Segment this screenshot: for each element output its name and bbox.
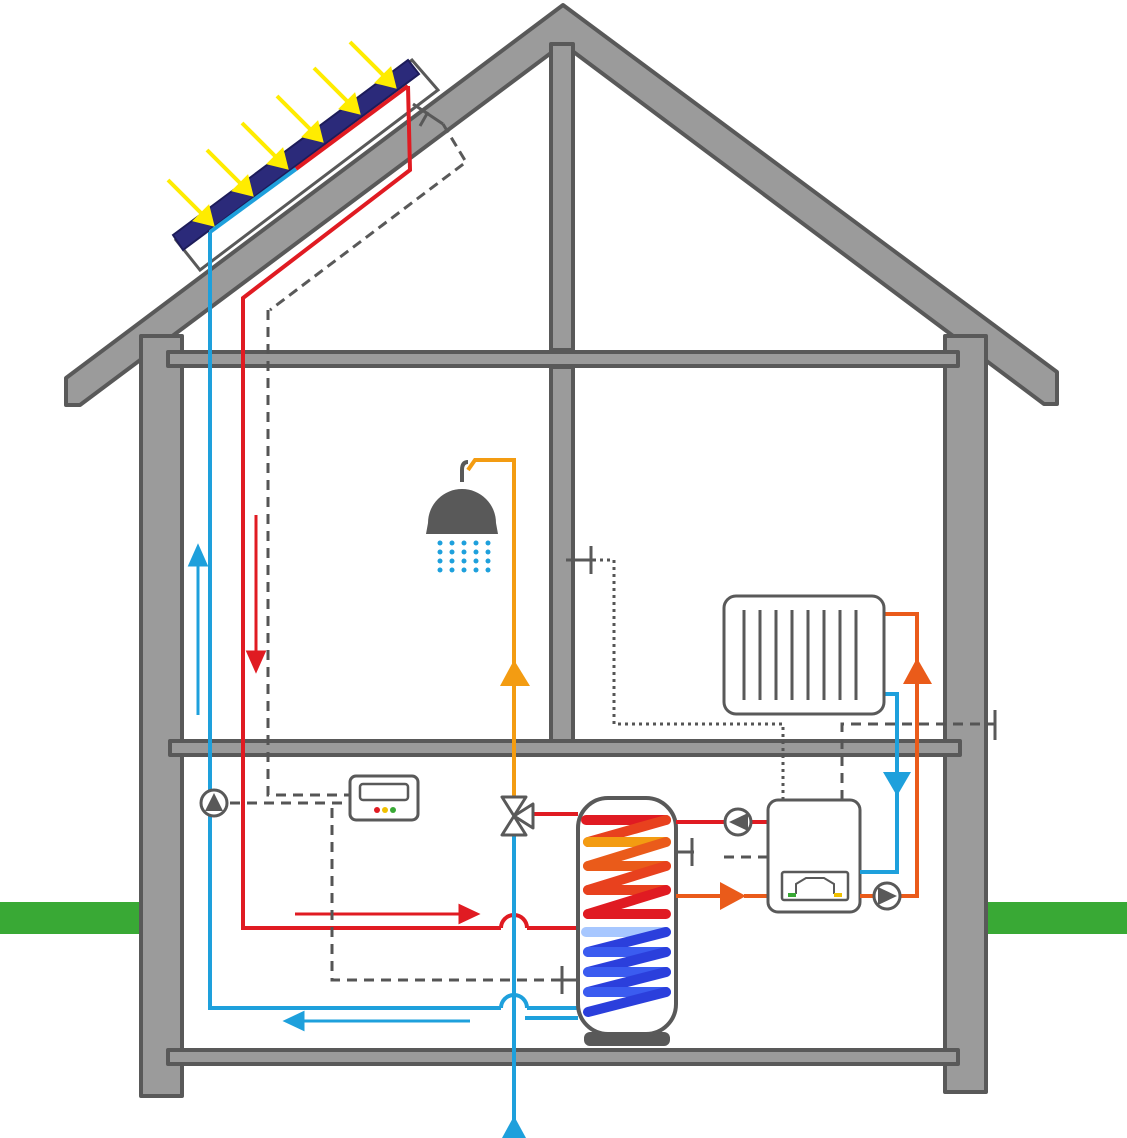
solar-controller	[348, 774, 420, 822]
flow-arrow-right	[295, 903, 481, 925]
sun-ray-icon	[166, 178, 215, 227]
tank-to-boiler-flow	[676, 882, 768, 910]
center-post-upper	[549, 42, 575, 352]
collector-temperature-sensor	[269, 102, 468, 312]
cold-water-inlet-arrow	[502, 1116, 526, 1138]
shower-head-icon	[426, 460, 498, 573]
roof	[64, 3, 1059, 407]
three-way-mixing-valve	[500, 795, 535, 837]
radiator	[722, 594, 886, 716]
solar-pump	[199, 788, 229, 818]
tank-lower-sensor	[560, 966, 578, 994]
collector-absorber-hot	[294, 84, 410, 171]
middle-floor-beam	[168, 739, 962, 757]
attic-floor-beam	[166, 350, 960, 368]
sun-ray-icon	[275, 94, 324, 143]
flow-arrow-down	[245, 515, 267, 674]
domestic-hot-water-line	[466, 458, 516, 798]
ground-right	[988, 902, 1127, 934]
sun-ray-icon	[240, 121, 289, 170]
controller-led-green	[390, 807, 396, 813]
center-post-lower	[549, 365, 575, 743]
control-wiring	[230, 310, 995, 982]
sun-ray-icon	[312, 66, 361, 115]
flow-arrow-left	[282, 1010, 470, 1032]
boiler-display	[780, 870, 850, 902]
sun-rays	[166, 40, 397, 227]
solar-return-line	[208, 232, 578, 1020]
ground-left	[0, 902, 141, 934]
tank-upper-sensor	[676, 838, 694, 866]
sun-ray-icon	[348, 40, 397, 89]
tank-lower-coil	[581, 927, 671, 1017]
hot-water-storage-tank	[576, 796, 678, 1046]
room-sensor-wiring	[593, 558, 785, 800]
heating-circuit-pump	[872, 881, 902, 911]
boiler-pump-return	[723, 807, 753, 837]
right-wall	[943, 334, 988, 1094]
controller-display	[358, 782, 410, 802]
flow-arrow-up	[187, 543, 209, 715]
room-temperature-sensor	[566, 546, 593, 574]
radiator-fins	[742, 610, 858, 700]
sun-ray-icon	[205, 148, 254, 197]
heating-return-arrow	[883, 772, 911, 796]
tank-upper-coil	[581, 815, 671, 919]
controller-led-red	[374, 807, 380, 813]
boiler	[766, 798, 862, 914]
boiler-led-green	[788, 893, 796, 897]
boiler-led-yellow	[834, 893, 842, 897]
heating-flow-arrow	[903, 658, 932, 684]
controller-led-yellow	[382, 807, 388, 813]
house-structure	[64, 3, 1059, 1098]
left-wall	[139, 334, 184, 1098]
boiler-burner-icon	[795, 877, 835, 894]
collector-absorber-cold	[208, 167, 298, 234]
hot-water-flow-arrow	[500, 660, 530, 686]
ground-floor-beam	[166, 1048, 960, 1066]
